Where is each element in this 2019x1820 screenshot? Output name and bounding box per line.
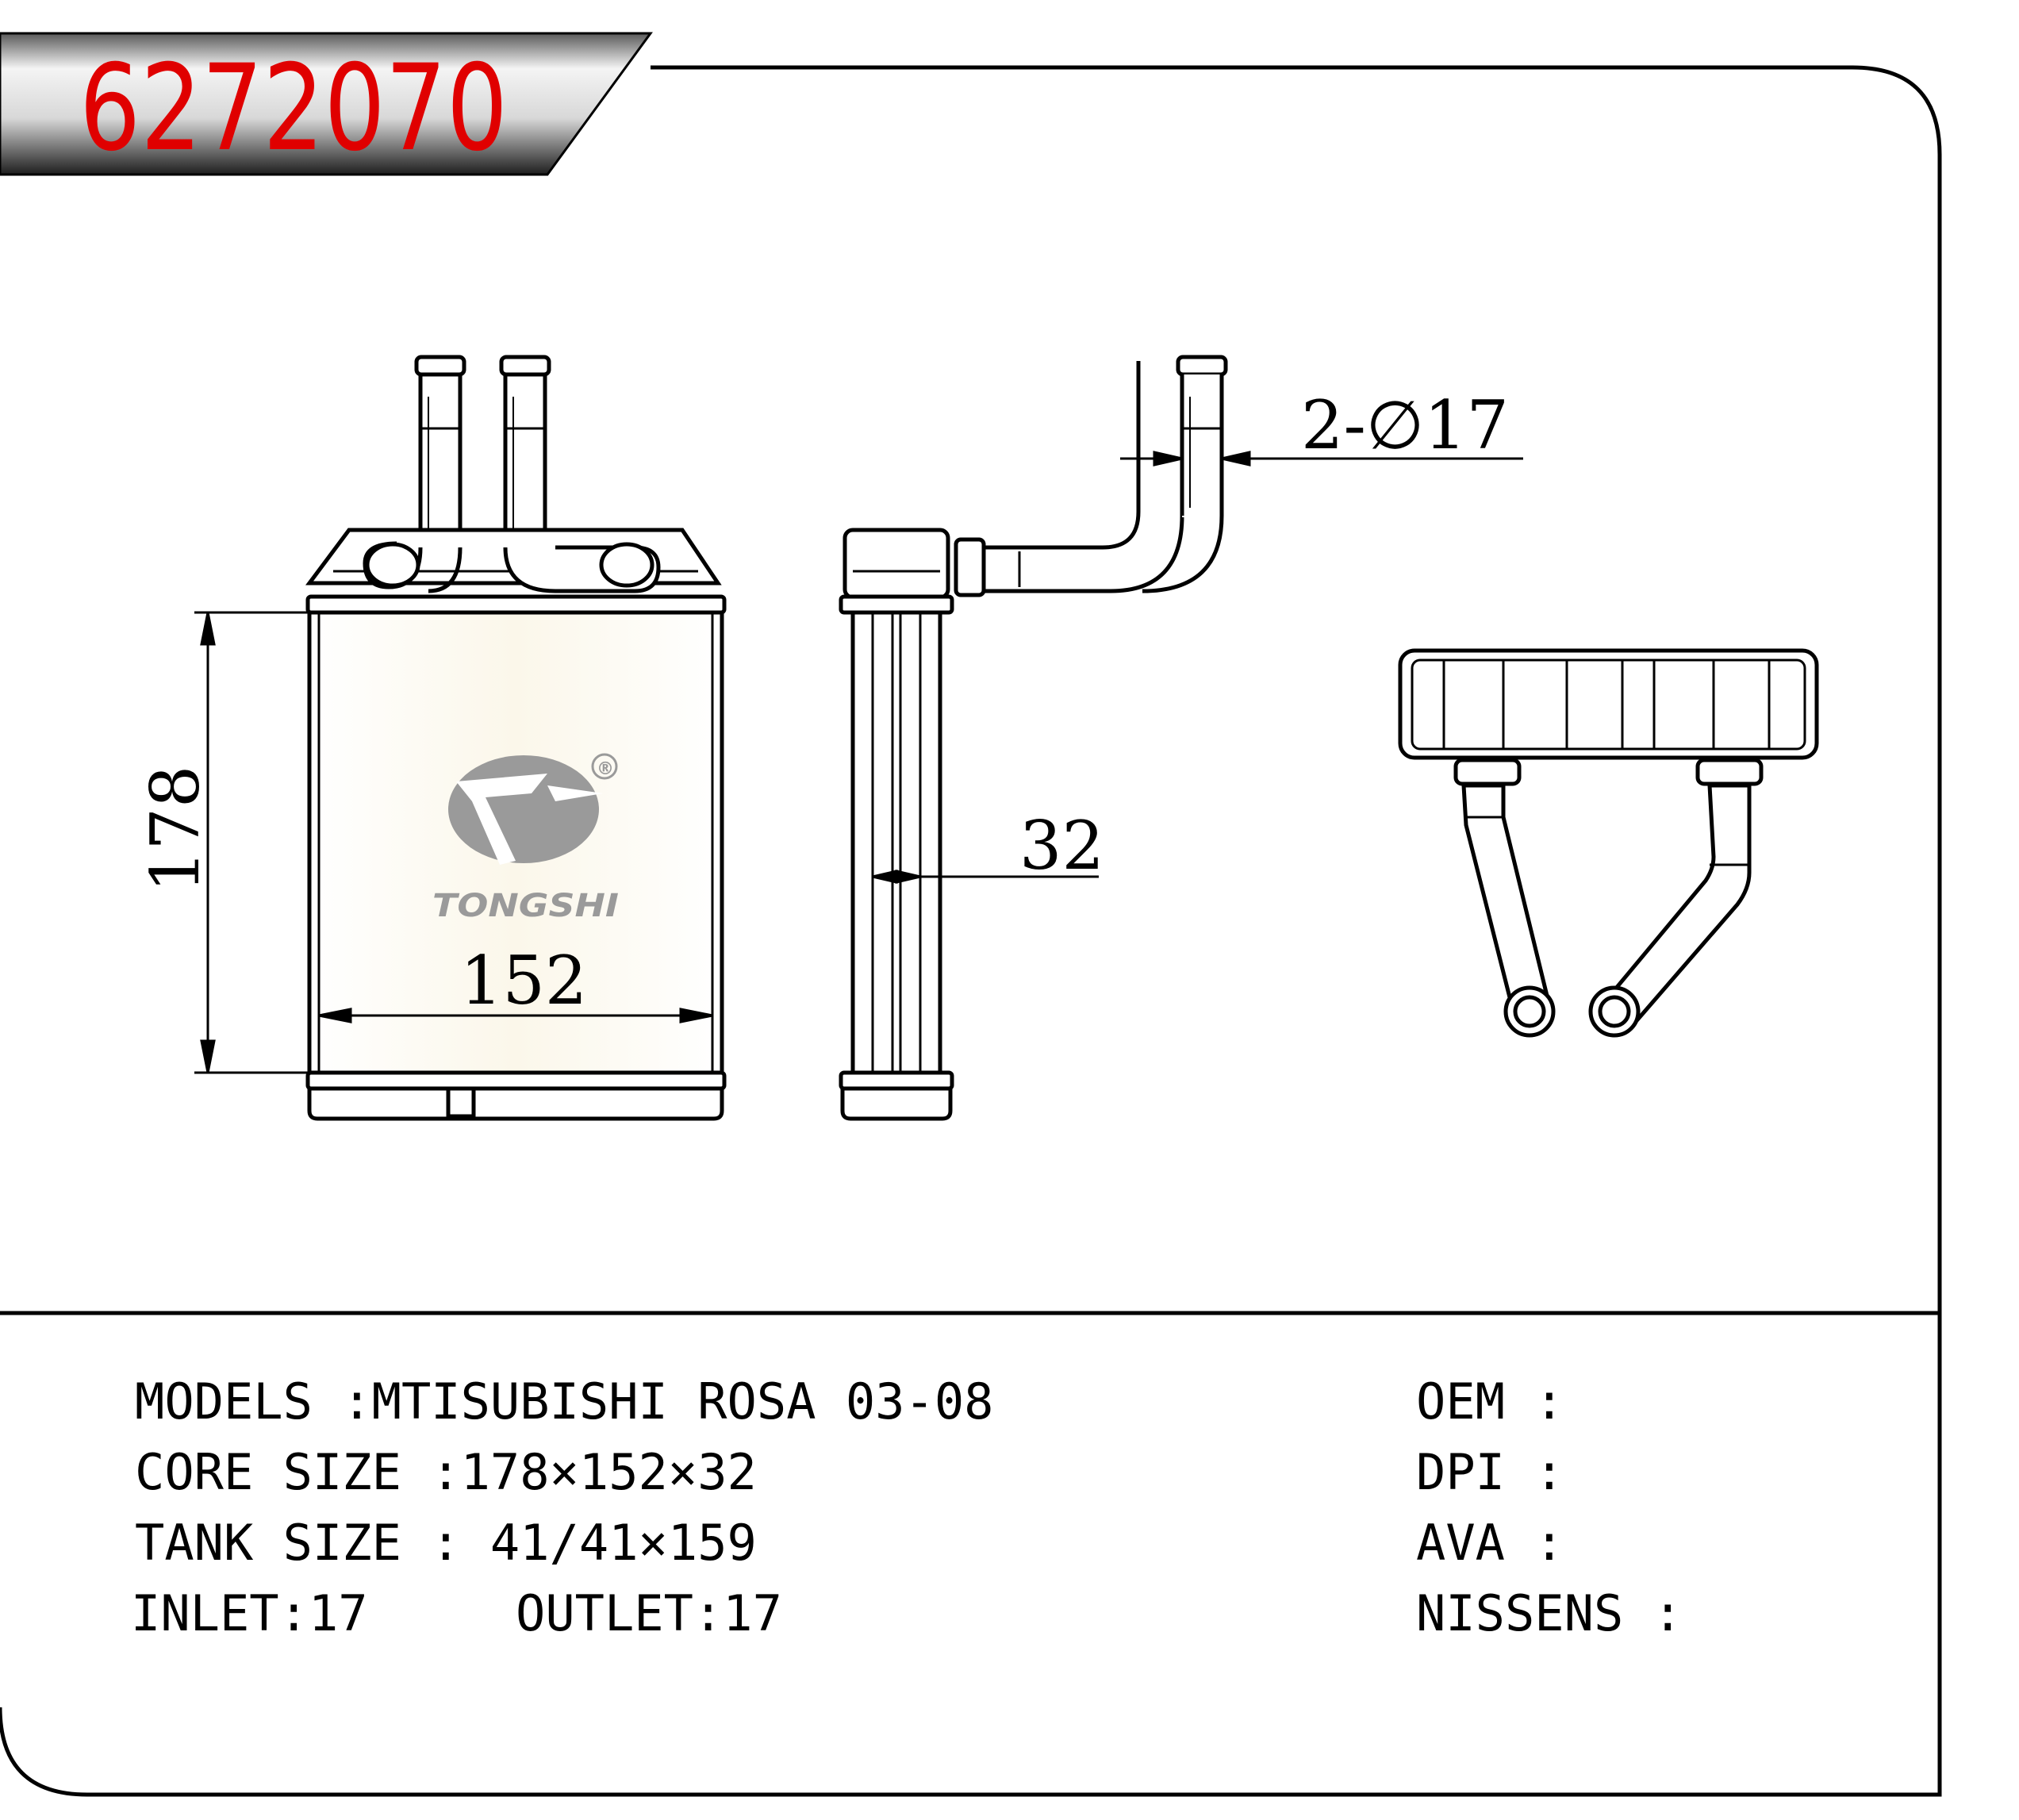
ref-nissens: NISSENS : (1416, 1584, 1683, 1642)
dimension-pipe-diameter (1120, 451, 1523, 467)
registered-mark: ® (597, 759, 614, 779)
ref-ava: AVA : (1416, 1514, 1564, 1572)
dimension-height (194, 611, 308, 1074)
side-view (839, 355, 1228, 1121)
ref-oem: OEM : (1416, 1373, 1564, 1430)
spec-core-size: CORE SIZE :178×152×32 (135, 1443, 757, 1501)
header-band: 6272070 (0, 32, 653, 178)
dimension-width (318, 1008, 713, 1023)
brand-logo: ® TONGSHI (432, 753, 619, 924)
reference-block: OEM : DPI : AVA : NISSENS : (1416, 1373, 1683, 1642)
dimension-pipe-diameter-label: 2-∅17 (1301, 386, 1509, 464)
spec-inlet: INLET:17 (131, 1584, 368, 1642)
sheet-frame (0, 65, 1942, 1797)
spec-outlet: OUTLET:17 (516, 1584, 782, 1642)
spec-block: MODELS :MTISUBISHI ROSA 03-08 CORE SIZE … (131, 1373, 994, 1642)
part-number: 6272070 (79, 40, 508, 178)
spec-models: MODELS :MTISUBISHI ROSA 03-08 (135, 1373, 994, 1430)
top-view (1398, 648, 1819, 1038)
brand-name: TONGSHI (432, 888, 619, 924)
dimension-width-label: 152 (460, 942, 587, 1019)
dimension-depth (872, 870, 1099, 884)
dimension-depth-label: 32 (1019, 807, 1104, 885)
dimension-height-label: 178 (136, 766, 214, 893)
ref-dpi: DPI : (1416, 1443, 1564, 1501)
spec-tank-size: TANK SIZE : 41/41×159 (135, 1514, 757, 1572)
